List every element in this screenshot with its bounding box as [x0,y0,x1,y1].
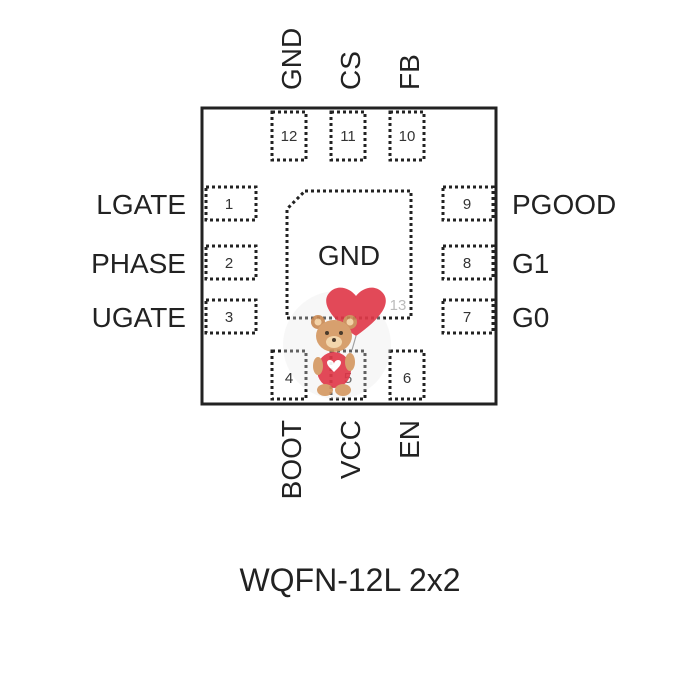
package-caption: WQFN-12L 2x2 [239,562,461,598]
pin-pad-9 [441,185,495,222]
pin-pad-10 [388,110,426,162]
pin-name-vcc: VCC [335,420,366,479]
pin-name-en: EN [394,420,425,459]
pin-name-ugate: UGATE [92,302,186,333]
pin-number-6: 6 [403,370,411,387]
pin-pad-2 [204,244,258,281]
pin-name-gnd-top: GND [276,28,307,90]
teddy-bear-icon [283,287,391,399]
pin-name-pgood: PGOOD [512,189,616,220]
pin-pad-7 [441,298,495,335]
pin-name-g1: G1 [512,248,549,279]
pin-name-g0: G0 [512,302,549,333]
left-pins: 1 LGATE 2 PHASE 3 UGATE [91,185,258,335]
pin-pad-12 [270,110,308,162]
pin-number-2: 2 [225,255,233,272]
pin-number-9: 9 [463,196,471,213]
pin-number-12: 12 [281,128,298,145]
pin-number-1: 1 [225,196,233,213]
pin-pad-1 [204,185,258,222]
pin-number-11: 11 [340,128,356,145]
pin-pad-6 [388,349,426,401]
pin-number-4: 4 [285,370,293,387]
right-pins: 9 PGOOD 8 G1 7 G0 [441,185,616,335]
top-pins: 12 GND 11 CS 10 FB [270,28,426,162]
pin-number-8: 8 [463,255,471,272]
pin-number-3: 3 [225,309,233,326]
pin-name-boot: BOOT [276,420,307,499]
pin-pad-8 [441,244,495,281]
pin-pad-11 [329,110,367,162]
exposed-pad-label: GND [318,240,380,271]
pin-number-7: 7 [463,309,471,326]
pin-name-phase: PHASE [91,248,186,279]
pin-name-fb: FB [394,54,425,90]
pin-pad-4 [270,349,308,401]
pin-number-10: 10 [399,128,416,145]
pin-name-cs: CS [335,51,366,90]
exposed-pad-number: 13 [390,297,407,314]
pin-name-lgate: LGATE [96,189,186,220]
pin-pad-3 [204,298,258,335]
bottom-pins: 4 BOOT 5 VCC 6 EN [270,349,426,499]
